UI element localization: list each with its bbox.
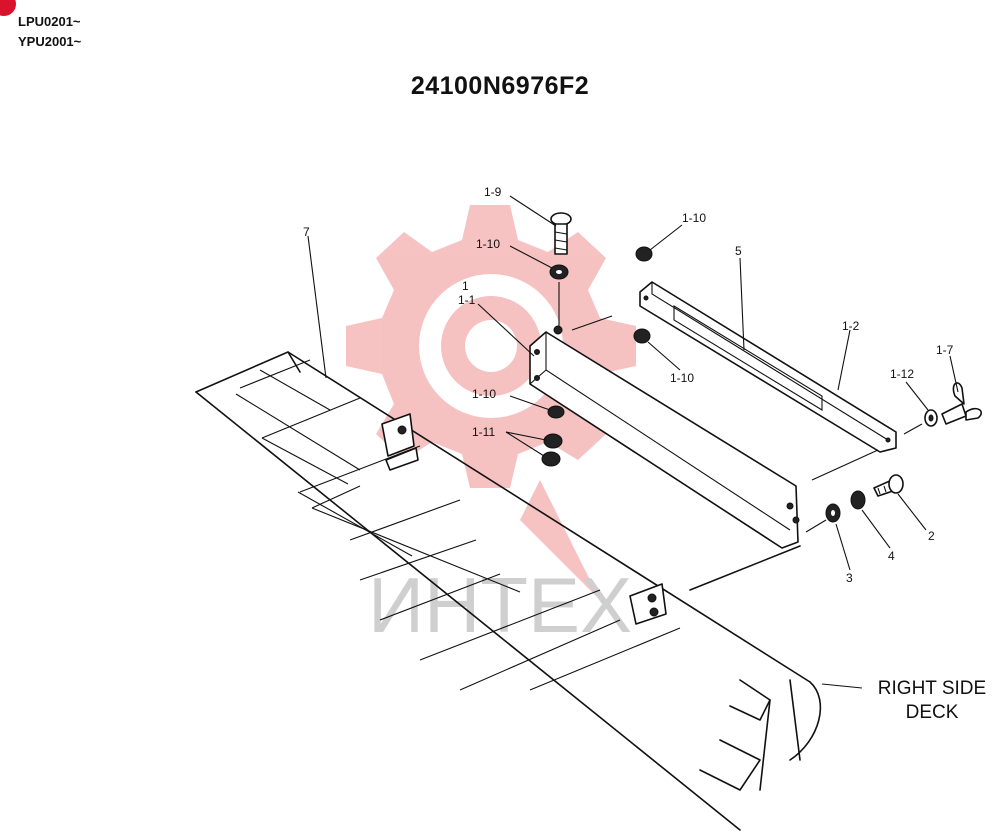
leader-4	[861, 509, 891, 549]
wing-nut-1-7	[941, 382, 982, 425]
guide-line-rear	[811, 449, 879, 481]
callout-7: 7	[303, 225, 310, 239]
callout-1-10-top-right: 1-10	[682, 211, 706, 225]
leader-1-10-a	[509, 245, 553, 269]
bracket-part-1-2	[639, 281, 897, 453]
leader-2	[897, 493, 927, 531]
callout-4: 4	[888, 549, 895, 563]
callout-1-7: 1-7	[936, 343, 954, 357]
lock-washer-1-11-a	[543, 433, 563, 449]
corner-badge-icon	[0, 0, 16, 16]
serial-range-line-1: LPU0201~	[18, 14, 81, 29]
leader-1-10-b	[649, 224, 683, 251]
washer-1-12	[924, 409, 938, 427]
callout-1-10-mid: 1-10	[670, 371, 694, 385]
callout-1-11: 1-11	[472, 425, 495, 439]
lock-washer-1-11-b	[541, 451, 561, 467]
callout-3: 3	[846, 571, 853, 585]
right-side-deck-label-line-1: RIGHT SIDE	[878, 678, 986, 699]
washer-1-10-mid	[633, 328, 651, 344]
washer-3-hole	[831, 510, 835, 516]
diagram-title: 24100N6976F2	[410, 72, 590, 100]
leader-5	[739, 257, 745, 351]
leader-right-side-deck	[821, 683, 863, 689]
right-side-deck-frame	[195, 351, 822, 831]
washer-1-10-top-right	[635, 246, 653, 262]
guide-line-3	[805, 519, 827, 533]
pin-top	[553, 325, 563, 335]
bracket-part-1-1	[529, 331, 800, 549]
bolt-1-9	[550, 212, 572, 255]
callout-1-10-top-left: 1-10	[476, 237, 500, 251]
leader-1-1	[477, 303, 535, 357]
leader-1-12	[905, 381, 929, 411]
leader-1-2	[837, 329, 851, 391]
callout-1-1: 1-1	[458, 293, 476, 307]
leader-1-11	[505, 431, 547, 457]
assembly-guide-line	[571, 315, 613, 331]
leader-3	[835, 523, 851, 571]
right-side-deck-label-line-2: DECK	[906, 702, 959, 723]
washer-1-10-lower	[547, 405, 565, 419]
leader-1-9	[509, 195, 557, 227]
washer-hole	[556, 270, 562, 274]
guide-line-1-12	[903, 423, 923, 435]
leader-1-10-d	[509, 395, 551, 411]
leader-1-7	[949, 355, 959, 393]
bolt-2	[873, 474, 904, 497]
callout-1-9: 1-9	[484, 185, 502, 199]
washer-4	[850, 490, 866, 510]
leader-7	[307, 235, 327, 379]
callout-2: 2	[928, 529, 935, 543]
callout-1: 1	[462, 279, 469, 293]
callout-5: 5	[735, 244, 742, 258]
callout-1-12: 1-12	[890, 367, 914, 381]
leader-1-10-c	[647, 341, 681, 371]
callout-1-2: 1-2	[842, 319, 860, 333]
callout-1-10-lower: 1-10	[472, 387, 496, 401]
serial-range-line-2: YPU2001~	[18, 34, 82, 49]
